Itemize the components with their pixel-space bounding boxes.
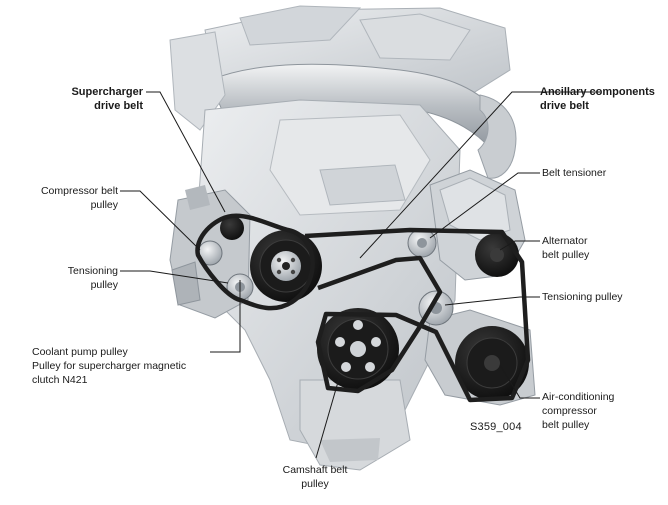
label-camshaft-pulley: Camshaft belt pulley [282,464,348,490]
leader-ancillary-belt [359,91,600,259]
leader-compressor-pulley [120,190,201,251]
label-alternator-pulley: Alternator belt pulley [542,235,590,261]
figure-code: S359_004 [470,421,522,433]
label-tensioning-pulley-left: Tensioning pulley [67,265,118,291]
leader-belt-tensioner [429,172,540,239]
label-compressor-belt-pulley: Compressor belt pulley [40,185,118,211]
label-ac-compressor-pulley: Air-conditioning compressor belt pulley [542,391,615,431]
leader-lines [120,91,600,459]
belts [195,213,531,403]
leader-camshaft [315,374,341,459]
label-supercharger-belt: Supercharger drive belt [71,86,143,112]
label-coolant-pump-pulley: Coolant pump pulley Pulley for superchar… [32,346,187,386]
label-tensioning-pulley-right: Tensioning pulley [542,291,623,303]
leader-supercharger-belt [146,91,226,213]
supercharger-pulley [220,216,244,240]
leader-ac-compressor [499,364,540,399]
leader-tensioning-left [120,270,229,284]
leader-coolant-pump [210,280,241,353]
leader-alternator [499,240,540,251]
label-belt-tensioner: Belt tensioner [542,167,607,179]
leader-tensioning-right [444,296,540,306]
supercharger-drive-belt [195,213,315,311]
label-ancillary-belt: Ancillary components drive belt [540,86,655,112]
ancillary-drive-belt [304,227,531,403]
